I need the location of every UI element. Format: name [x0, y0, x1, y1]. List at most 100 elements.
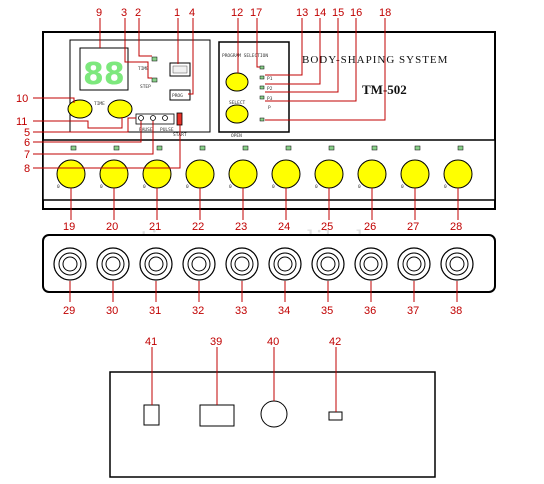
callout-30: 30 [106, 305, 118, 317]
program-led-1 [259, 65, 265, 70]
output-jack-hole-4 [191, 256, 207, 272]
output-jack-hole-7 [320, 256, 336, 272]
callout-8: 8 [24, 163, 30, 175]
callout-34: 34 [278, 305, 290, 317]
callout-16: 16 [350, 7, 362, 19]
callout-13: 13 [296, 7, 308, 19]
channel-led-1 [70, 145, 77, 151]
label-pause: PAUSE [139, 127, 153, 133]
callout-17: 17 [250, 7, 262, 19]
time-down-button[interactable] [107, 99, 133, 119]
knob-zero-mark-1: 0 [57, 184, 60, 190]
channel-intensity-knob-9[interactable] [400, 159, 430, 189]
label-time: TIME [138, 66, 149, 72]
output-jack-hole-8 [363, 256, 379, 272]
knob-zero-mark-2: 0 [100, 184, 103, 190]
callout-4: 4 [189, 7, 195, 19]
channel-led-3 [156, 145, 163, 151]
channel-led-2 [113, 145, 120, 151]
fuse-holder [143, 404, 160, 426]
program-select-up-button[interactable] [225, 72, 249, 92]
callout-19: 19 [63, 221, 75, 233]
callout-12: 12 [231, 7, 243, 19]
output-jack-hole-6 [277, 256, 293, 272]
start-switch[interactable] [176, 112, 183, 126]
callout-33: 33 [235, 305, 247, 317]
channel-intensity-knob-6[interactable] [271, 159, 301, 189]
channel-led-10 [457, 145, 464, 151]
channel-intensity-knob-8[interactable] [357, 159, 387, 189]
mode-box-inner [172, 65, 188, 74]
indicator-led-3 [162, 115, 168, 121]
callout-2: 2 [135, 7, 141, 19]
callout-10: 10 [16, 93, 28, 105]
channel-intensity-knob-2[interactable] [99, 159, 129, 189]
callout-18: 18 [379, 7, 391, 19]
program-select-down-button[interactable] [225, 104, 249, 124]
step-indicator-led [151, 77, 158, 83]
output-jack-hole-5 [234, 256, 250, 272]
callout-37: 37 [407, 305, 419, 317]
knob-zero-mark-7: 0 [315, 184, 318, 190]
callout-20: 20 [106, 221, 118, 233]
channel-intensity-knob-4[interactable] [185, 159, 215, 189]
small-switch[interactable] [328, 411, 343, 421]
callout-42: 42 [329, 336, 341, 348]
callout-27: 27 [407, 221, 419, 233]
power-switch-knob[interactable] [260, 400, 288, 428]
label-select: SELECT [229, 100, 246, 106]
callout-3: 3 [121, 7, 127, 19]
led-display-value: 88 [83, 57, 125, 92]
knob-zero-mark-5: 0 [229, 184, 232, 190]
callout-11: 11 [16, 116, 27, 128]
channel-intensity-knob-1[interactable] [56, 159, 86, 189]
output-jack-hole-9 [406, 256, 422, 272]
callout-35: 35 [321, 305, 333, 317]
label-open: OPEN [231, 133, 242, 139]
prog-box [169, 89, 191, 101]
knob-zero-mark-6: 0 [272, 184, 275, 190]
label-p2: P2 [267, 86, 273, 92]
label-p3: P3 [267, 96, 273, 102]
callout-numbers: 1 2 3 4 5 6 7 8 9 10 11 12 13 14 15 16 1… [16, 7, 391, 348]
channel-intensity-knob-10[interactable] [443, 159, 473, 189]
indicator-led-2 [150, 115, 156, 121]
callout-22: 22 [192, 221, 204, 233]
callout-41: 41 [145, 336, 157, 348]
channel-intensity-knob-3[interactable] [142, 159, 172, 189]
callout-15: 15 [332, 7, 344, 19]
callout-7: 7 [24, 149, 30, 161]
label-step: STEP [140, 84, 151, 90]
channel-led-4 [199, 145, 206, 151]
output-jack-row [53, 247, 474, 281]
output-jack-hole-3 [148, 256, 164, 272]
led-display-window [79, 47, 129, 91]
callout-40: 40 [267, 336, 279, 348]
power-socket [199, 404, 235, 427]
callout-29: 29 [63, 305, 75, 317]
time-up-button[interactable] [67, 99, 93, 119]
channel-led-8 [371, 145, 378, 151]
callout-5: 5 [24, 127, 30, 139]
label-pulse: PULSE [160, 127, 174, 133]
callout-14: 14 [314, 7, 326, 19]
knob-zero-mark-4: 0 [186, 184, 189, 190]
callout-38: 38 [450, 305, 462, 317]
program-led-2 [259, 75, 265, 80]
knob-zero-mark-8: 0 [358, 184, 361, 190]
callout-1: 1 [174, 7, 180, 19]
callout-23: 23 [235, 221, 247, 233]
label-prog: PROG [172, 93, 183, 99]
channel-led-7 [328, 145, 335, 151]
channel-intensity-knob-5[interactable] [228, 159, 258, 189]
callout-leaders [33, 18, 386, 412]
callout-26: 26 [364, 221, 376, 233]
callout-36: 36 [364, 305, 376, 317]
panel-model: TM-502 [362, 82, 407, 97]
callout-32: 32 [192, 305, 204, 317]
channel-intensity-knob-7[interactable] [314, 159, 344, 189]
program-led-4 [259, 95, 265, 100]
